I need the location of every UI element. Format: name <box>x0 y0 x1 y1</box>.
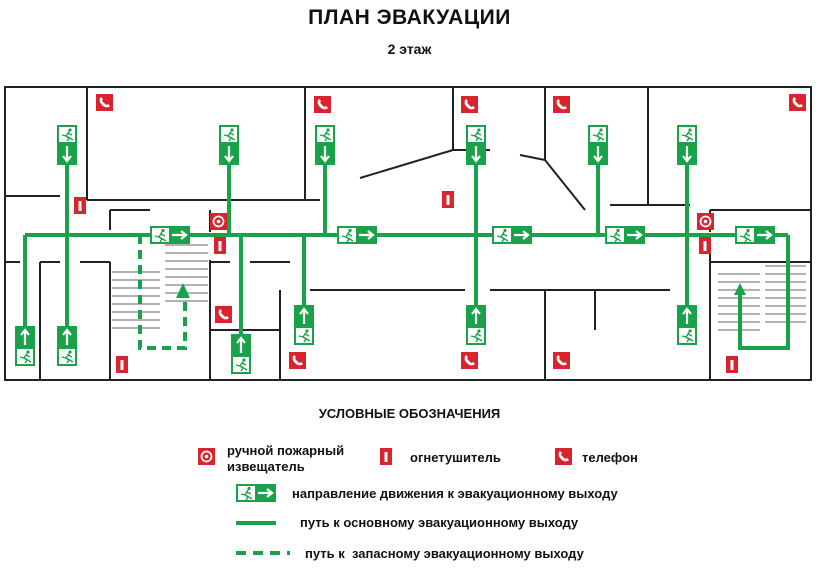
left-stair-arrow-icon <box>176 283 190 298</box>
legend-extinguisher-label: огнетушитель <box>410 450 501 465</box>
legend-exit-sign-icon <box>234 482 278 504</box>
legend-alarm-label: ручной пожарный извещатель <box>227 443 344 475</box>
walls <box>4 86 812 381</box>
reserve-evacuation-path <box>138 235 187 350</box>
exit-signs <box>13 123 777 376</box>
right-staircase <box>718 265 806 331</box>
left-staircase <box>112 244 208 329</box>
floor-subtitle: 2 этаж <box>387 41 432 57</box>
legend-reserve-path-label: путь к запасному эвакуационному выходу <box>305 546 584 561</box>
page-title: ПЛАН ЭВАКУАЦИИ <box>308 6 511 29</box>
legend-symbols <box>197 447 572 555</box>
fire-extinguisher-icons <box>74 191 738 373</box>
legend-phone-label: телефон <box>582 450 638 465</box>
legend-extinguisher-icon <box>380 448 392 465</box>
legend-title: УСЛОВНЫЕ ОБОЗНАЧЕНИЯ <box>318 406 501 421</box>
legend-alarm-label-line1: ручной пожарный <box>227 443 345 458</box>
legend-main-path-label: путь к основному эвакуационному выходу <box>300 515 579 530</box>
legend-alarm-icon <box>197 447 216 466</box>
phone-icons <box>96 94 806 369</box>
legend-alarm-label-line2: извещатель <box>227 459 305 474</box>
legend-direction-label: направление движения к эвакуационному вы… <box>292 486 618 501</box>
legend-phone-icon <box>555 448 572 465</box>
